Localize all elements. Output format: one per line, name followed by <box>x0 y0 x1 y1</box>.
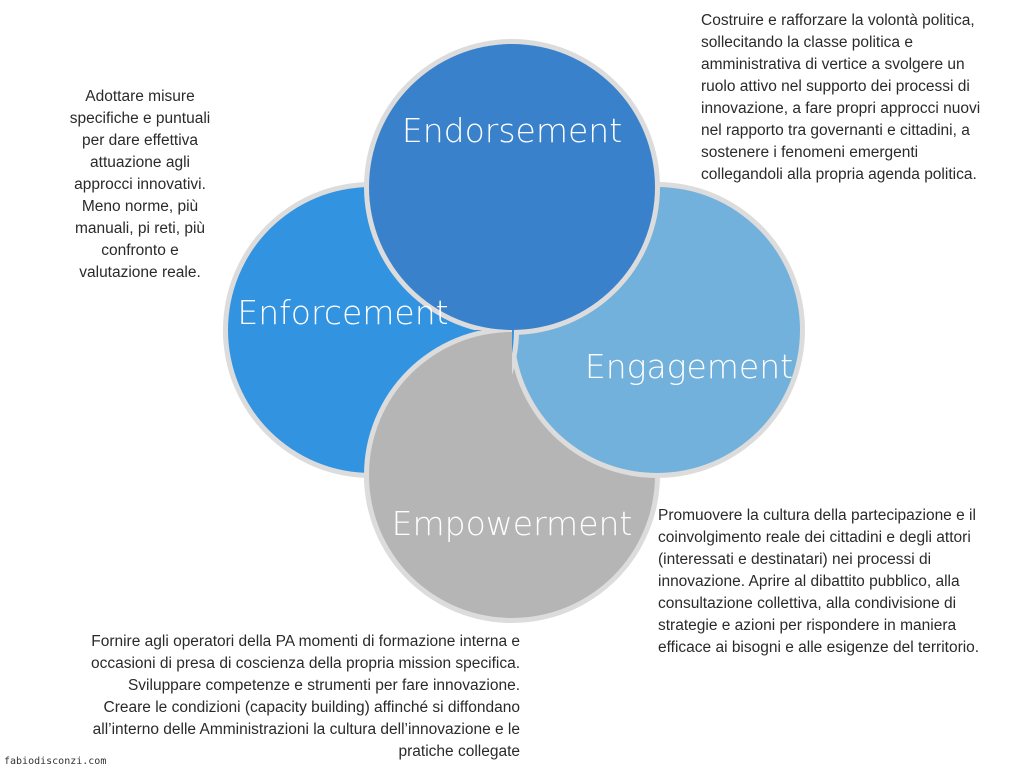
description-line: Creare le condizioni (capacity building)… <box>103 699 520 716</box>
description-line: confronto e <box>101 242 179 259</box>
description-line: specifiche e puntuali <box>69 110 211 127</box>
description-line: per dare effettiva <box>81 132 199 149</box>
endorsement-label: Endorsement <box>402 111 622 150</box>
description-line: sollecitando la classe politica e <box>701 34 913 51</box>
description-line: Costruire e rafforzare la volontà politi… <box>701 12 975 29</box>
empowerment-overlap-fill <box>369 332 512 618</box>
empowerment-description: Fornire agli operatori della PA momenti … <box>20 631 520 763</box>
endorsement-circle-fill <box>369 44 655 330</box>
description-line: occasioni di presa di coscienza della pr… <box>90 655 520 672</box>
description-line: pratiche collegate <box>398 743 521 760</box>
description-line: Fornire agli operatori della PA momenti … <box>91 633 520 650</box>
description-line: Meno norme, più <box>81 198 199 215</box>
description-line: Adottare misure <box>85 88 195 105</box>
description-line: Promuovere la cultura della partecipazio… <box>658 507 976 524</box>
description-line: approcci innovativi. <box>74 176 206 193</box>
description-line: sostenere i fenomeni emergenti <box>701 144 919 161</box>
description-line: consultazione collettiva, alla condivisi… <box>658 595 957 612</box>
watermark: fabiodisconzi.com <box>4 756 107 767</box>
enforcement-description: Adottare misure specifiche e puntuali pe… <box>40 86 240 284</box>
engagement-description: Promuovere la cultura della partecipazio… <box>658 505 1018 659</box>
description-line: attuazione agli <box>90 154 190 171</box>
description-line: (interessati e destinatari) nei processi… <box>658 551 932 568</box>
description-line: ruolo attivo nel supporto dei processi d… <box>701 78 970 95</box>
description-line: efficace ai bisogni e alle esigenze del … <box>658 639 980 656</box>
description-line: amministrativa di vertice a svolgere un <box>701 56 965 73</box>
description-line: all’interno delle Amministrazioni la cul… <box>92 721 520 738</box>
description-line: innovazione. Aprire al dibattito pubblic… <box>658 573 960 590</box>
empowerment-label: Empowerment <box>392 504 633 543</box>
endorsement-description: Costruire e rafforzare la volontà politi… <box>701 10 1021 186</box>
description-line: collegandoli alla propria agenda politic… <box>701 166 977 183</box>
description-line: Sviluppare competenze e strumenti per fa… <box>127 677 520 694</box>
enforcement-label: Enforcement <box>237 293 448 332</box>
description-line: nel rapporto tra governanti e cittadini,… <box>701 122 970 139</box>
description-line: coinvolgimento reale dei cittadini e deg… <box>658 529 971 546</box>
description-line: innovazione, a fare propri approcci nuov… <box>701 100 981 117</box>
description-line: manuali, pi reti, più <box>74 220 206 237</box>
description-line: strategie e azioni per rispondere in man… <box>658 617 957 634</box>
description-line: valutazione reale. <box>79 264 201 281</box>
engagement-label: Engagement <box>585 347 793 386</box>
